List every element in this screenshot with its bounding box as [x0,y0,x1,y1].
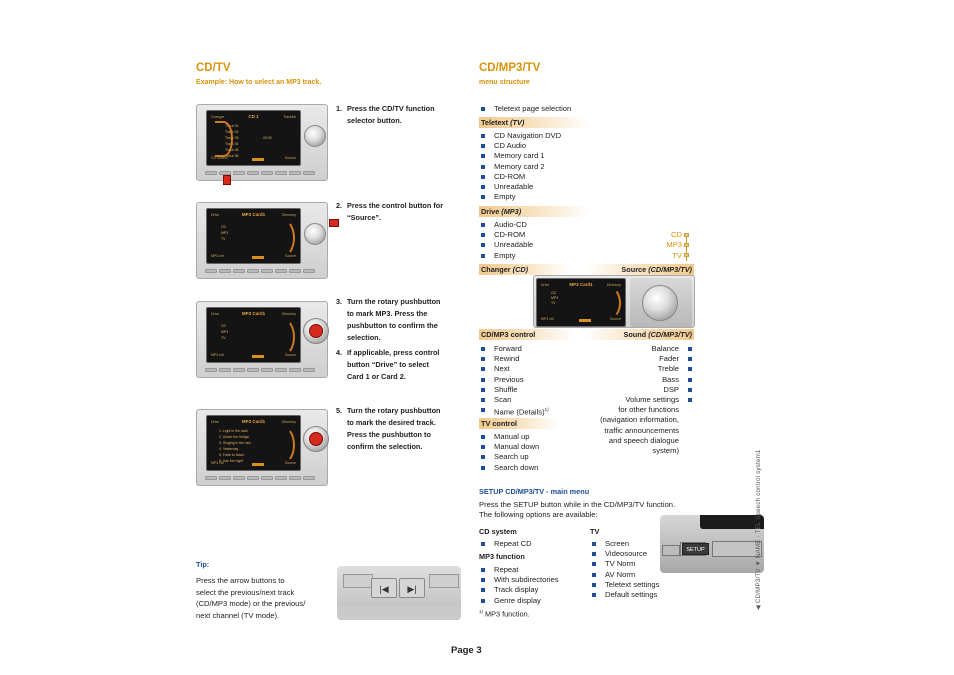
left-title: CD/TV [196,62,231,74]
tv-setup-list: Screen Videosource TV Norm AV Norm Telet… [590,539,700,600]
setup-button-photo: SETUP [660,515,764,573]
setup-button[interactable]: SETUP [682,543,709,555]
step-1: 1.Press the CD/TV function selector butt… [336,104,435,125]
tip-text: Press the arrow buttons to select the pr… [196,576,306,621]
mp3-function-title: MP3 function [479,552,525,561]
cd-system-list: Repeat CD [479,539,589,549]
step-2: 2.Press the control button for “Source”. [336,201,444,222]
function-buttons[interactable] [205,368,315,372]
right-title: CD/MP3/TV [479,62,541,74]
rotary-knob[interactable] [642,285,678,321]
function-buttons[interactable] [205,269,315,273]
drive-band: Drive (MP3) [479,206,589,217]
right-subtitle: menu structure [479,79,530,86]
side-nav-text: ◀ CD/MP3/TV ▼ NAME · TEL Speech control … [755,449,762,610]
left-subtitle: Example: How to select an MP3 track. [196,79,322,86]
tv-control-list: Manual up Manual down Search up Search d… [479,432,589,473]
changer-band: Changer (CD) [479,264,569,275]
tv-setup-title: TV [590,527,600,536]
page-number: Page 3 [451,645,482,656]
cd-system-title: CD system [479,527,517,536]
source-bracket [686,233,687,261]
press-arrow-icon [223,175,231,185]
step-4: 4.If applicable, press control button “D… [336,348,440,381]
source-options: CD MP3 TV [666,230,682,260]
teletext-list: Teletext page selection [479,104,694,114]
changer-list: Audio-CD CD-ROM Unreadable Empty [479,220,629,261]
function-buttons[interactable] [205,476,315,480]
skip-back-icon[interactable]: |◀ [371,578,397,598]
cd-mp3-control-list: Forward Rewind Next Previous Shuffle Sca… [479,344,609,418]
rotary-knob[interactable] [304,125,326,147]
setup-intro: Press the SETUP button while in the CD/M… [479,500,676,520]
step-3: 3.Turn the rotary pushbutton to mark MP3… [336,297,441,342]
function-buttons[interactable] [205,171,315,175]
arrow-buttons-photo: |◀ ▶| [337,566,461,620]
teletext-band: Teletext (TV) [479,117,589,128]
skip-forward-icon[interactable]: ▶| [399,578,425,598]
setup-title: SETUP CD/MP3/TV - main menu [479,487,590,496]
footnote: 1) MP3 function. [479,609,530,619]
drive-list: CD Navigation DVD CD Audio Memory card 1… [479,131,694,202]
press-arrow-icon [329,219,339,227]
tv-control-band: TV control [479,418,559,429]
tip-label: Tip: [196,560,210,569]
rotate-arrow-icon [309,432,323,446]
sound-band: Sound (CD/MP3/TV) [585,329,694,340]
source-band: Source (CD/MP3/TV) [585,264,694,275]
rotate-arrow-icon [309,324,323,338]
step-5: 5.Turn the rotary pushbutton to mark the… [336,406,441,451]
sound-list: Balance Fader Treble Bass DSP Volume set… [584,344,694,456]
cd-mp3-control-band: CD/MP3 control [479,329,574,340]
rotary-knob[interactable] [303,426,329,452]
mp3-function-list: Repeat With subdirectories Track display… [479,565,589,606]
screen-title: CD 1 [248,114,259,119]
rotary-knob[interactable] [304,223,326,245]
